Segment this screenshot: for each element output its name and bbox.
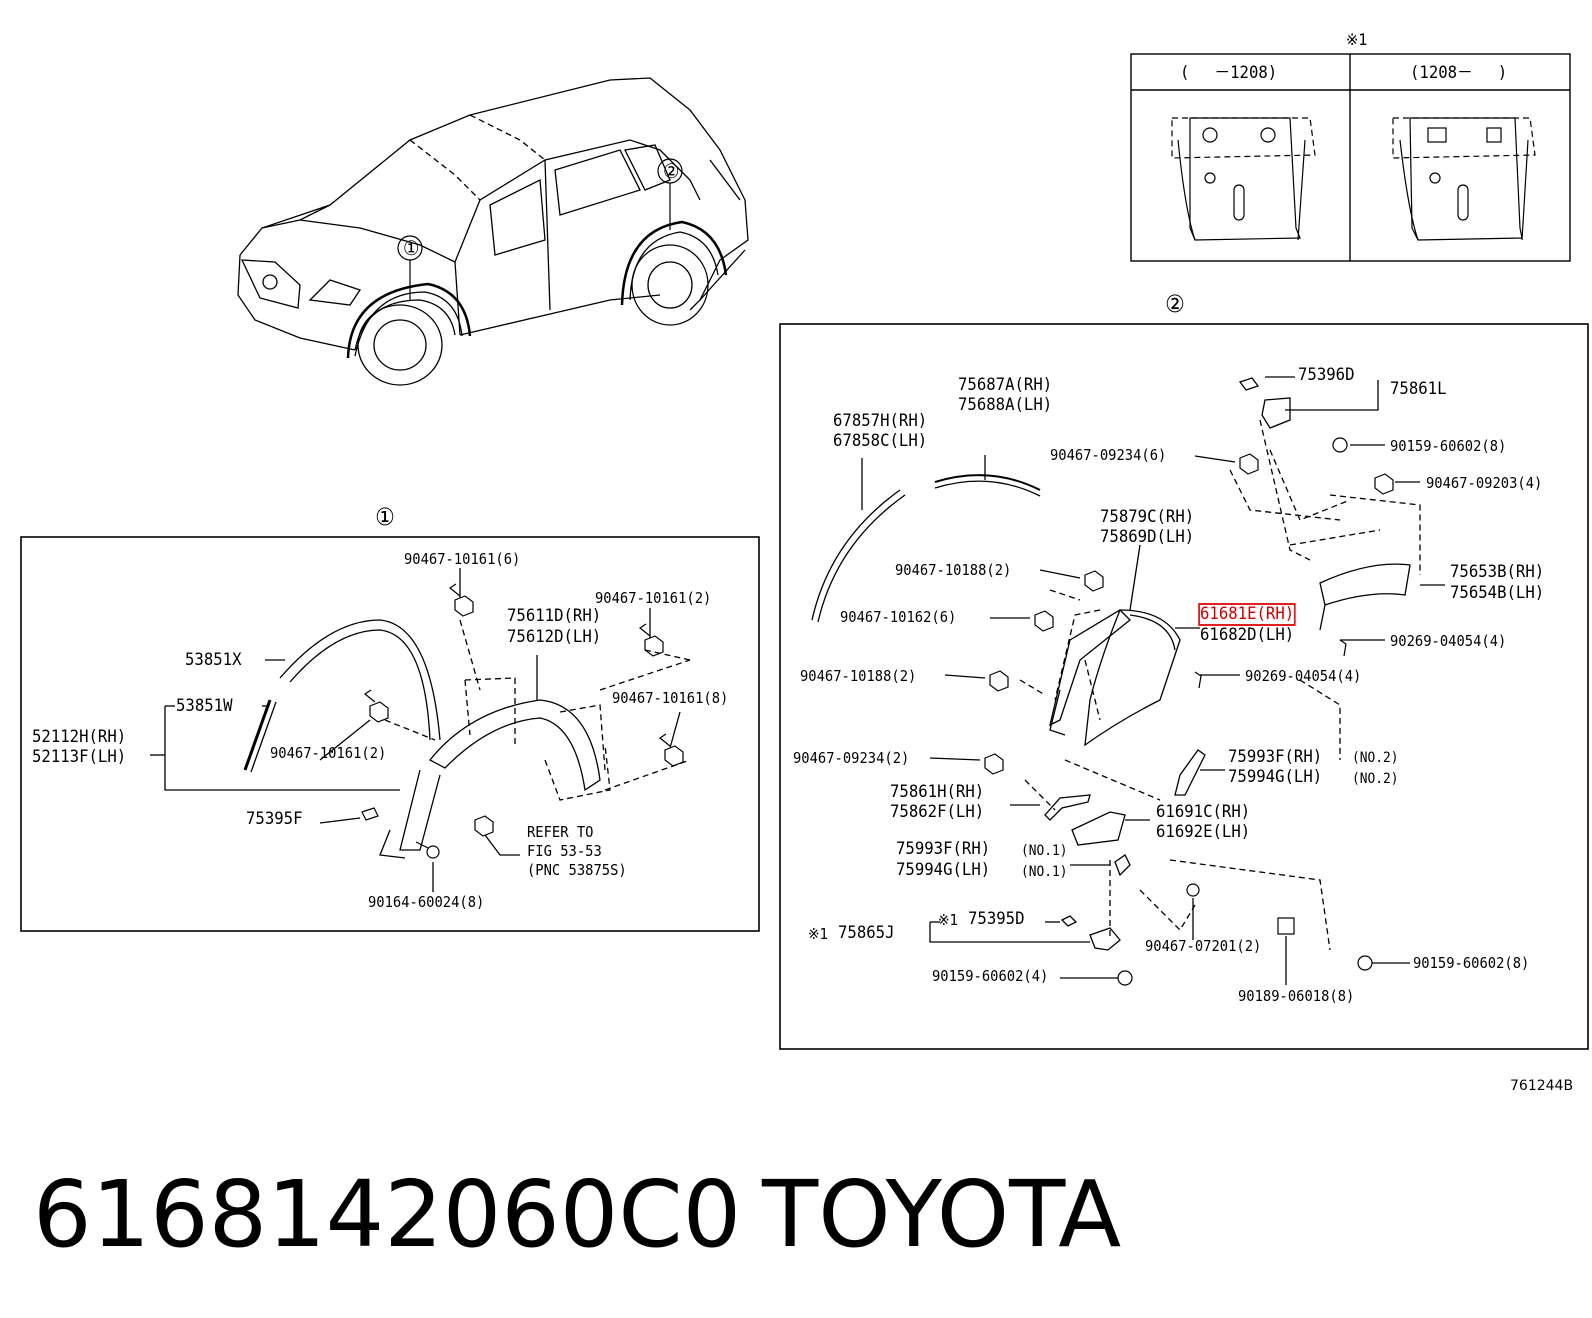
- label-75879c: 75879C(RH): [1100, 507, 1195, 527]
- brand-name: TOYOTA: [762, 1161, 1122, 1268]
- label-75612d: 75612D(LH): [507, 627, 602, 647]
- label-90269-04054-4a: 90269-04054(4): [1390, 632, 1507, 650]
- note-marker-75865j: ※1: [808, 925, 829, 943]
- label-75611d: 75611D(RH): [507, 606, 602, 626]
- label-90467-09203-4: 90467-09203(4): [1426, 474, 1543, 492]
- figure-id: 761244B: [1510, 1078, 1574, 1094]
- label-75395d: 75395D: [968, 909, 1025, 929]
- inset-bracket-early: [1171, 117, 1316, 241]
- label-fig-53-53: FIG 53-53: [527, 842, 602, 860]
- label-90467-10188-2b: 90467-10188(2): [800, 667, 917, 685]
- label-75993f-no1: 75993F(RH): [896, 839, 991, 859]
- label-no2-b: (NO.2): [1352, 771, 1399, 787]
- label-75994g-no1: 75994G(LH): [896, 860, 991, 880]
- car-callout-2: ②: [663, 159, 680, 183]
- box1-parts: [150, 568, 691, 892]
- inset-column-right-label: (1208－ ): [1410, 63, 1508, 83]
- label-75993f-no2: 75993F(RH): [1228, 747, 1323, 767]
- label-no2-a: (NO.2): [1352, 750, 1399, 766]
- inset-bracket-late: [1392, 117, 1536, 241]
- label-90164-60024: 90164-60024(8): [368, 893, 485, 911]
- box2-parts: [811, 376, 1445, 986]
- label-90467-10162-6: 90467-10162(6): [840, 608, 957, 626]
- label-75688a: 75688A(LH): [958, 395, 1053, 415]
- label-52112h: 52112H(RH): [32, 727, 127, 747]
- label-90467-09234-2: 90467-09234(2): [793, 749, 910, 767]
- label-90467-10161-8: 90467-10161(8): [612, 689, 729, 707]
- label-61682d: 61682D(LH): [1200, 625, 1295, 645]
- label-75861l: 75861L: [1390, 379, 1447, 399]
- note-marker-75395d: ※1: [938, 911, 959, 929]
- label-75653b: 75653B(RH): [1450, 562, 1545, 582]
- label-90467-10188-2a: 90467-10188(2): [895, 561, 1012, 579]
- vehicle-illustration: [237, 77, 749, 386]
- label-67858c: 67858C(LH): [833, 431, 928, 451]
- box2-callout-marker: ②: [1165, 290, 1185, 318]
- label-61692e: 61692E(LH): [1156, 822, 1251, 842]
- label-53851x: 53851X: [185, 650, 242, 670]
- label-no1-a: (NO.1): [1021, 843, 1068, 859]
- label-75865j: 75865J: [838, 923, 895, 943]
- part-number: 6168142060C0: [33, 1161, 742, 1268]
- label-90159-60602-8b: 90159-60602(8): [1413, 954, 1530, 972]
- label-90467-10161-2b: 90467-10161(2): [270, 744, 387, 762]
- label-refer-to: REFER TO: [527, 823, 594, 841]
- label-pnc-53875s: (PNC 53875S): [527, 861, 627, 879]
- label-61691c: 61691C(RH): [1156, 802, 1251, 822]
- label-90467-10161-6: 90467-10161(6): [404, 550, 521, 568]
- label-no1-b: (NO.1): [1021, 864, 1068, 880]
- label-75396d: 75396D: [1298, 365, 1355, 385]
- label-90269-04054-4b: 90269-04054(4): [1245, 667, 1362, 685]
- label-75861h: 75861H(RH): [890, 782, 985, 802]
- car-callout-1: ①: [403, 236, 420, 260]
- label-52113f: 52113F(LH): [32, 747, 127, 767]
- label-61681e-highlighted: 61681E(RH): [1198, 603, 1297, 626]
- inset-note-marker: ※1: [1346, 30, 1368, 49]
- box1-callout-marker: ①: [375, 503, 395, 531]
- label-75869d: 75869D(LH): [1100, 527, 1195, 547]
- label-90159-60602-8a: 90159-60602(8): [1390, 437, 1507, 455]
- inset-column-left-label: ( －1208): [1180, 63, 1278, 83]
- label-75654b: 75654B(LH): [1450, 583, 1545, 603]
- label-75994g-no2: 75994G(LH): [1228, 767, 1323, 787]
- label-75862f: 75862F(LH): [890, 802, 985, 822]
- label-75687a: 75687A(RH): [958, 375, 1053, 395]
- label-90159-60602-4: 90159-60602(4): [932, 967, 1049, 985]
- label-67857h: 67857H(RH): [833, 411, 928, 431]
- label-75395f: 75395F: [246, 809, 303, 829]
- label-90467-09234-6: 90467-09234(6): [1050, 446, 1167, 464]
- label-90467-10161-2a: 90467-10161(2): [595, 589, 712, 607]
- label-90467-07201: 90467-07201(2): [1145, 937, 1262, 955]
- label-53851w: 53851W: [176, 696, 233, 716]
- label-90189-06018: 90189-06018(8): [1238, 987, 1355, 1005]
